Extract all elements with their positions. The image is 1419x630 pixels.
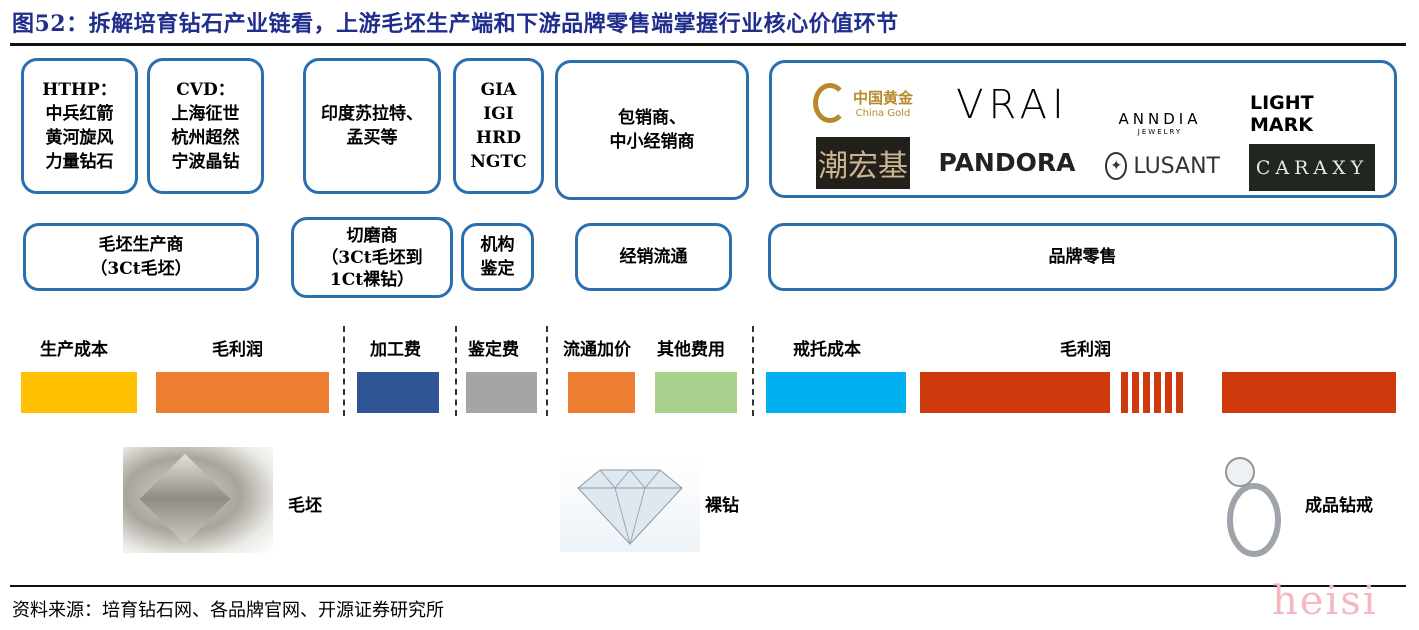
stage-text: 品牌零售 [1048,247,1117,267]
player-text: CVD： [176,80,235,100]
player-text: 中小经销商 [609,132,695,152]
bar-grading-fee [466,372,537,413]
player-text: HRD [476,128,521,148]
anndia-logo: ANNDIA JEWELRY [1110,72,1210,136]
player-box-graders: GIA IGI HRD NGTC [453,58,544,194]
watermark: heisi [1272,578,1378,624]
vrai-logo: VRAI [956,82,1069,128]
brand-text: 中国黄金 [852,89,913,107]
bar-setting-cost [766,372,906,413]
bar-distribution-markup [568,372,635,413]
lusant-logo: ✦ LUSANT [1105,148,1220,184]
player-text: 包销商、 [618,108,686,128]
product-label: 毛坯 [288,496,322,516]
cost-label: 鉴定费 [468,340,519,360]
player-text: 宁波晶钻 [171,152,240,172]
chow-tai-seng-logo: 潮宏基 [816,137,910,189]
stage-text: 鉴定 [480,259,515,279]
player-text: 力量钻石 [45,152,114,172]
footer-divider [10,585,1406,587]
stage-separator [752,326,754,416]
player-text: 印度苏拉特、 [321,104,423,124]
caraxy-logo: CARAXY [1249,144,1375,191]
stage-separator [546,326,548,416]
player-text: 上海征世 [171,104,240,124]
cost-label: 戒托成本 [793,340,861,360]
bar-retail-profit [920,372,1110,413]
cost-label: 其他费用 [657,340,725,360]
bar-gross-profit [156,372,329,413]
brand-text: JEWELRY [1137,128,1183,136]
china-gold-icon [812,83,847,123]
stage-retail: 品牌零售 [768,223,1397,291]
stage-text: （3Ct毛坯） [90,259,192,279]
stage-text: 切磨商 [346,225,398,246]
product-label: 裸钻 [705,496,739,516]
ring-image [1212,450,1292,558]
player-text: GIA [480,80,517,100]
player-text: 孟买等 [346,128,398,148]
stage-cutter: 切磨商 （3Ct毛坯到 1Ct裸钻） [291,217,453,298]
light-mark-logo: LIGHT MARK [1250,92,1314,136]
cost-label: 毛利润 [212,340,263,360]
stage-text: （3Ct毛坯到 [321,247,423,268]
player-box-distributors: 包销商、 中小经销商 [555,60,749,200]
bar-processing-fee [357,372,439,413]
player-text: 中兵红箭 [45,104,114,124]
stage-separator [343,326,345,416]
bar-production-cost [21,372,137,413]
brand-text: LUSANT [1133,153,1220,179]
player-text: NGTC [470,152,527,172]
title-divider [10,43,1406,46]
player-box-cvd: CVD： 上海征世 杭州超然 宁波晶钻 [147,58,264,194]
stage-grading: 机构 鉴定 [461,223,534,291]
figure-title: 图52：拆解培育钻石产业链看，上游毛坯生产端和下游品牌零售端掌握行业核心价值环节 [12,11,899,37]
brand-text: China Gold [855,108,911,119]
pandora-logo: PANDORA [938,147,1076,177]
bar-retail-profit-break [1121,372,1185,413]
product-label: 成品钻戒 [1305,496,1373,516]
source-note: 资料来源：培育钻石网、各品牌官网、开源证券研究所 [12,600,444,621]
stage-rough-producer: 毛坯生产商 （3Ct毛坯） [23,223,259,291]
cost-label: 毛利润 [1060,340,1111,360]
brand-text: ANNDIA [1118,110,1202,128]
bar-other-expenses [655,372,737,413]
bar-retail-profit [1222,372,1396,413]
china-gold-logo: 中国黄金 China Gold [803,77,923,129]
diamond-icon [577,469,683,546]
rough-diamond-image [123,447,273,553]
ring-icon [1225,457,1281,557]
cost-label: 流通加价 [563,340,631,360]
loose-diamond-image [560,458,700,552]
stage-text: 1Ct裸钻） [329,269,415,290]
player-text: HTHP： [42,80,117,100]
stage-text: 机构 [480,235,515,255]
compass-star-icon: ✦ [1105,152,1128,180]
stage-separator [455,326,457,416]
player-text: 黄河旋风 [45,128,114,148]
player-box-hthp: HTHP： 中兵红箭 黄河旋风 力量钻石 [21,58,138,194]
player-text: 杭州超然 [171,128,240,148]
stage-text: 毛坯生产商 [98,235,184,255]
stage-text: 经销流通 [619,247,688,267]
cost-label: 加工费 [370,340,421,360]
cost-label: 生产成本 [40,340,108,360]
stage-distribution: 经销流通 [575,223,732,291]
rough-diamond-shape [139,453,231,545]
player-box-cutters: 印度苏拉特、 孟买等 [303,58,441,194]
player-text: IGI [483,104,514,124]
